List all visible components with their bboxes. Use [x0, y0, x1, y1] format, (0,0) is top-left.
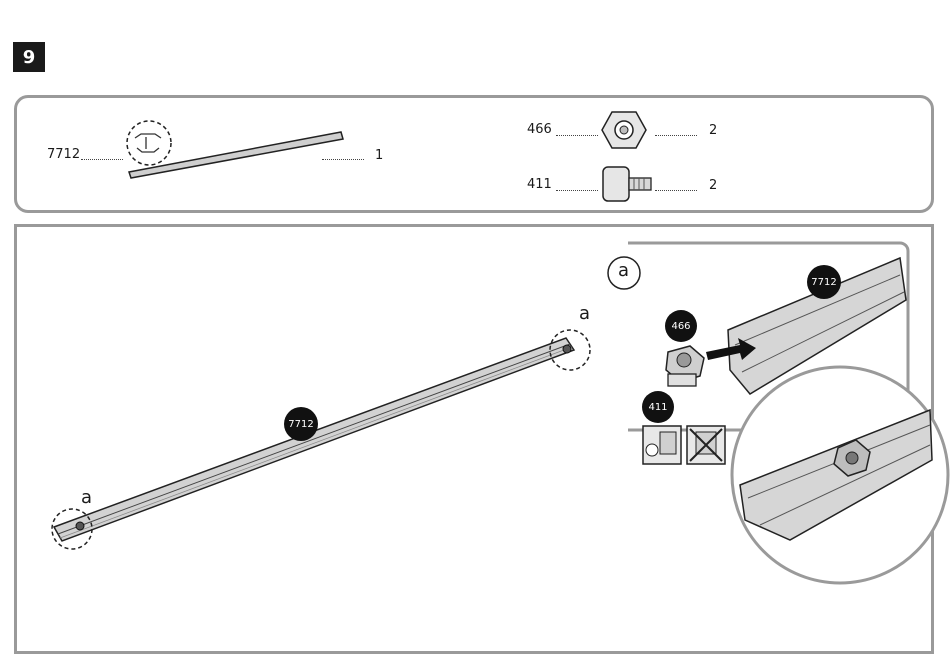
- nut-badge-466: 466: [665, 310, 697, 342]
- zoom-detail-circle: [732, 367, 948, 583]
- detail-a-label: a: [618, 260, 629, 281]
- rail-7712-part-icon: [127, 121, 343, 178]
- orientation-hint-icons: [643, 426, 725, 464]
- callout-a-left: a: [81, 487, 92, 508]
- rail-7712-assembly: [52, 330, 590, 549]
- bolt-badge-411: 411: [642, 391, 674, 423]
- nut-466-icon: [602, 112, 646, 148]
- rail-badge-7712: 7712: [284, 407, 318, 441]
- callout-a-right: a: [579, 303, 590, 324]
- detail-rail-badge-7712: 7712: [807, 265, 841, 299]
- bolt-411-icon: [603, 167, 651, 201]
